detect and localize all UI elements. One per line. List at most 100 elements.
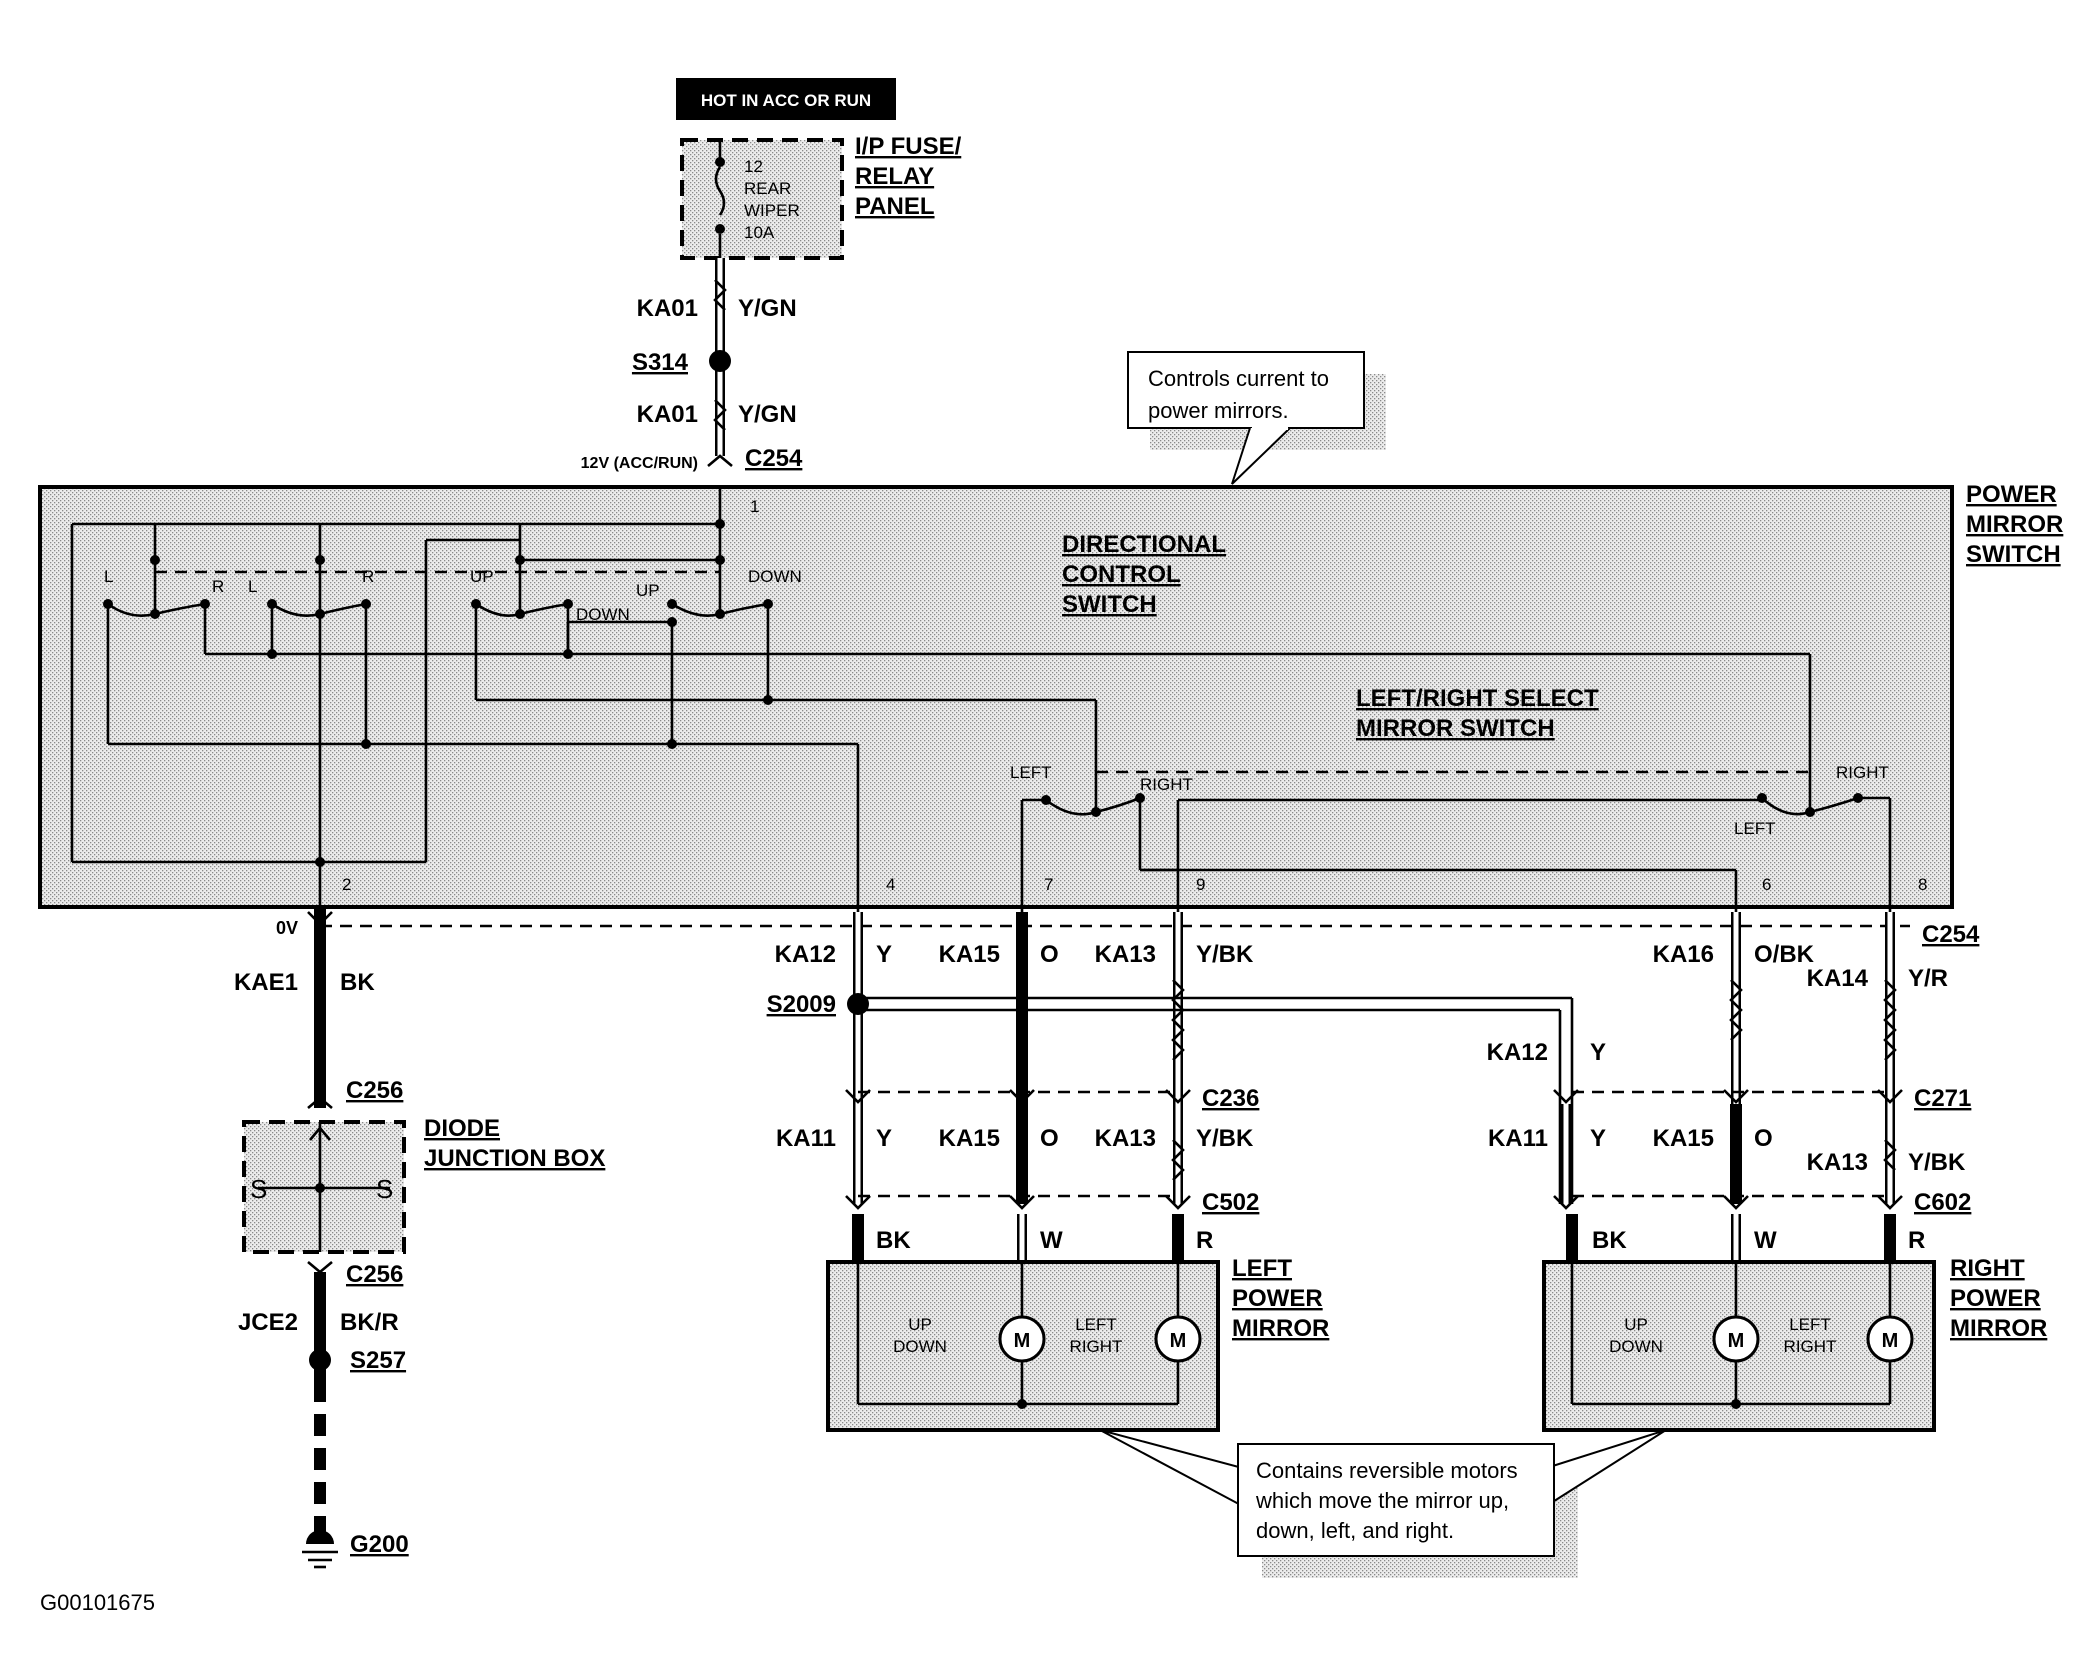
svg-text:8: 8	[1918, 875, 1927, 894]
svg-text:KA14: KA14	[1807, 965, 1869, 992]
svg-text:KA11: KA11	[776, 1125, 836, 1152]
svg-text:KA01: KA01	[637, 401, 698, 428]
svg-text:MIRROR: MIRROR	[1950, 1315, 2047, 1342]
svg-text:Y: Y	[1590, 1125, 1606, 1152]
svg-text:POWER: POWER	[1966, 481, 2057, 508]
svg-text:O/BK: O/BK	[1754, 941, 1815, 968]
svg-text:0V: 0V	[276, 918, 298, 938]
svg-text:M: M	[1728, 1330, 1745, 1352]
svg-text:Y/BK: Y/BK	[1196, 941, 1254, 968]
svg-text:7: 7	[1044, 875, 1053, 894]
svg-text:CONTROL: CONTROL	[1062, 561, 1181, 588]
feed-wire-ka01: KA01 Y/GN S314 KA01 Y/GN 12V (ACC/RUN) C…	[581, 258, 803, 472]
svg-text:DOWN: DOWN	[1609, 1337, 1663, 1356]
svg-text:RIGHT: RIGHT	[1070, 1337, 1123, 1356]
svg-text:12: 12	[744, 157, 763, 176]
svg-text:MIRROR: MIRROR	[1232, 1315, 1329, 1342]
svg-text:DIRECTIONAL: DIRECTIONAL	[1062, 531, 1226, 558]
connector-c254-bottom: C254	[320, 921, 1980, 948]
svg-text:KA15: KA15	[939, 941, 1000, 968]
power-mirror-switch-label: POWER MIRROR SWITCH	[1966, 481, 2063, 568]
directional-control-switch-label: DIRECTIONAL CONTROL SWITCH	[1062, 531, 1226, 618]
left-mirror-circuits: KA12 Y KA15 O KA13 Y/BK S2009 C236 KA11 …	[767, 912, 1574, 1262]
svg-text:KA13: KA13	[1095, 941, 1156, 968]
svg-text:LEFT: LEFT	[1789, 1315, 1831, 1334]
svg-text:R: R	[362, 567, 374, 586]
figure-id: G00101675	[40, 1590, 155, 1615]
svg-text:Y/GN: Y/GN	[738, 401, 797, 428]
svg-text:BK: BK	[340, 969, 375, 996]
svg-text:Y/GN: Y/GN	[738, 295, 797, 322]
ground-circuit-lower: C256 JCE2 BK/R S257 G200	[238, 1261, 409, 1569]
svg-text:6: 6	[1762, 875, 1771, 894]
switch-internal-wiring: 1	[70, 487, 1892, 912]
svg-text:W: W	[1040, 1227, 1063, 1254]
svg-text:KA01: KA01	[637, 295, 698, 322]
ground-circuit: 0V KAE1 BK C256	[234, 907, 403, 1109]
svg-text:C271: C271	[1914, 1085, 1971, 1112]
left-power-mirror: M M UP DOWN LEFT RIGHT	[826, 1260, 1220, 1432]
svg-text:1: 1	[750, 497, 759, 516]
svg-text:9: 9	[1196, 875, 1205, 894]
svg-text:DOWN: DOWN	[576, 605, 630, 624]
svg-text:WIPER: WIPER	[744, 201, 800, 220]
svg-text:Y: Y	[876, 941, 892, 968]
diode-junction-box-label: DIODE JUNCTION BOX	[424, 1115, 605, 1172]
svg-text:SWITCH: SWITCH	[1966, 541, 2061, 568]
svg-text:C254: C254	[1922, 921, 1980, 948]
left-power-mirror-label: LEFT POWER MIRROR	[1232, 1255, 1329, 1342]
svg-text:L: L	[104, 567, 113, 586]
svg-text:R: R	[1908, 1227, 1925, 1254]
svg-text:HOT IN ACC OR RUN: HOT IN ACC OR RUN	[701, 91, 871, 110]
power-mirror-switch	[38, 485, 1954, 909]
svg-text:S2009: S2009	[767, 991, 836, 1018]
svg-text:KA11: KA11	[1488, 1125, 1548, 1152]
svg-text:PANEL: PANEL	[855, 193, 935, 220]
svg-text:UP: UP	[1624, 1315, 1648, 1334]
svg-text:BK: BK	[876, 1227, 911, 1254]
svg-text:R: R	[1196, 1227, 1213, 1254]
svg-text:UP: UP	[470, 567, 494, 586]
svg-text:DIODE: DIODE	[424, 1115, 500, 1142]
svg-text:JUNCTION BOX: JUNCTION BOX	[424, 1145, 605, 1172]
fuse-panel: 12 REAR WIPER 10A	[680, 138, 844, 260]
svg-text:I/P FUSE/: I/P FUSE/	[855, 133, 962, 160]
svg-text:POWER: POWER	[1232, 1285, 1323, 1312]
fuse-panel-label: I/P FUSE/ RELAY PANEL	[855, 133, 962, 220]
svg-text:W: W	[1754, 1227, 1777, 1254]
svg-text:DOWN: DOWN	[748, 567, 802, 586]
svg-text:Y: Y	[876, 1125, 892, 1152]
svg-text:UP: UP	[636, 581, 660, 600]
svg-text:RIGHT: RIGHT	[1836, 763, 1889, 782]
svg-text:C256: C256	[346, 1261, 403, 1288]
svg-text:M: M	[1014, 1330, 1031, 1352]
svg-text:KA16: KA16	[1653, 941, 1714, 968]
svg-text:KA15: KA15	[1653, 1125, 1714, 1152]
svg-text:MIRROR SWITCH: MIRROR SWITCH	[1356, 715, 1555, 742]
svg-text:O: O	[1040, 1125, 1059, 1152]
svg-text:Y/BK: Y/BK	[1908, 1149, 1966, 1176]
svg-text:RIGHT: RIGHT	[1784, 1337, 1837, 1356]
svg-text:KA12: KA12	[775, 941, 836, 968]
svg-text:power mirrors.: power mirrors.	[1148, 398, 1289, 423]
switch-contact-labels: L R L R UP DOWN UP DOWN LEFT RIGHT LEFT …	[104, 567, 1889, 838]
svg-text:C502: C502	[1202, 1189, 1259, 1216]
svg-text:which move the mirror up,: which move the mirror up,	[1255, 1488, 1509, 1513]
svg-text:C602: C602	[1914, 1189, 1971, 1216]
svg-text:S: S	[250, 1174, 267, 1204]
callout-controls-current: Controls current to power mirrors.	[1127, 351, 1386, 485]
svg-text:down, left, and right.: down, left, and right.	[1256, 1518, 1454, 1543]
switch-pin-numbers: 2 4 7 9 6 8	[342, 875, 1927, 894]
svg-text:KA12: KA12	[1487, 1039, 1548, 1066]
diode-junction-box: S S	[242, 1120, 406, 1254]
svg-text:4: 4	[886, 875, 895, 894]
svg-text:KA13: KA13	[1807, 1149, 1868, 1176]
svg-text:POWER: POWER	[1950, 1285, 2041, 1312]
callout-reversible-motors: Contains reversible motors which move th…	[1099, 1429, 1667, 1578]
svg-text:LEFT: LEFT	[1075, 1315, 1117, 1334]
svg-text:LEFT/RIGHT SELECT: LEFT/RIGHT SELECT	[1356, 685, 1599, 712]
svg-text:RIGHT: RIGHT	[1140, 775, 1193, 794]
svg-text:S314: S314	[632, 349, 689, 376]
svg-text:Contains reversible motors: Contains reversible motors	[1256, 1458, 1518, 1483]
svg-text:SWITCH: SWITCH	[1062, 591, 1157, 618]
